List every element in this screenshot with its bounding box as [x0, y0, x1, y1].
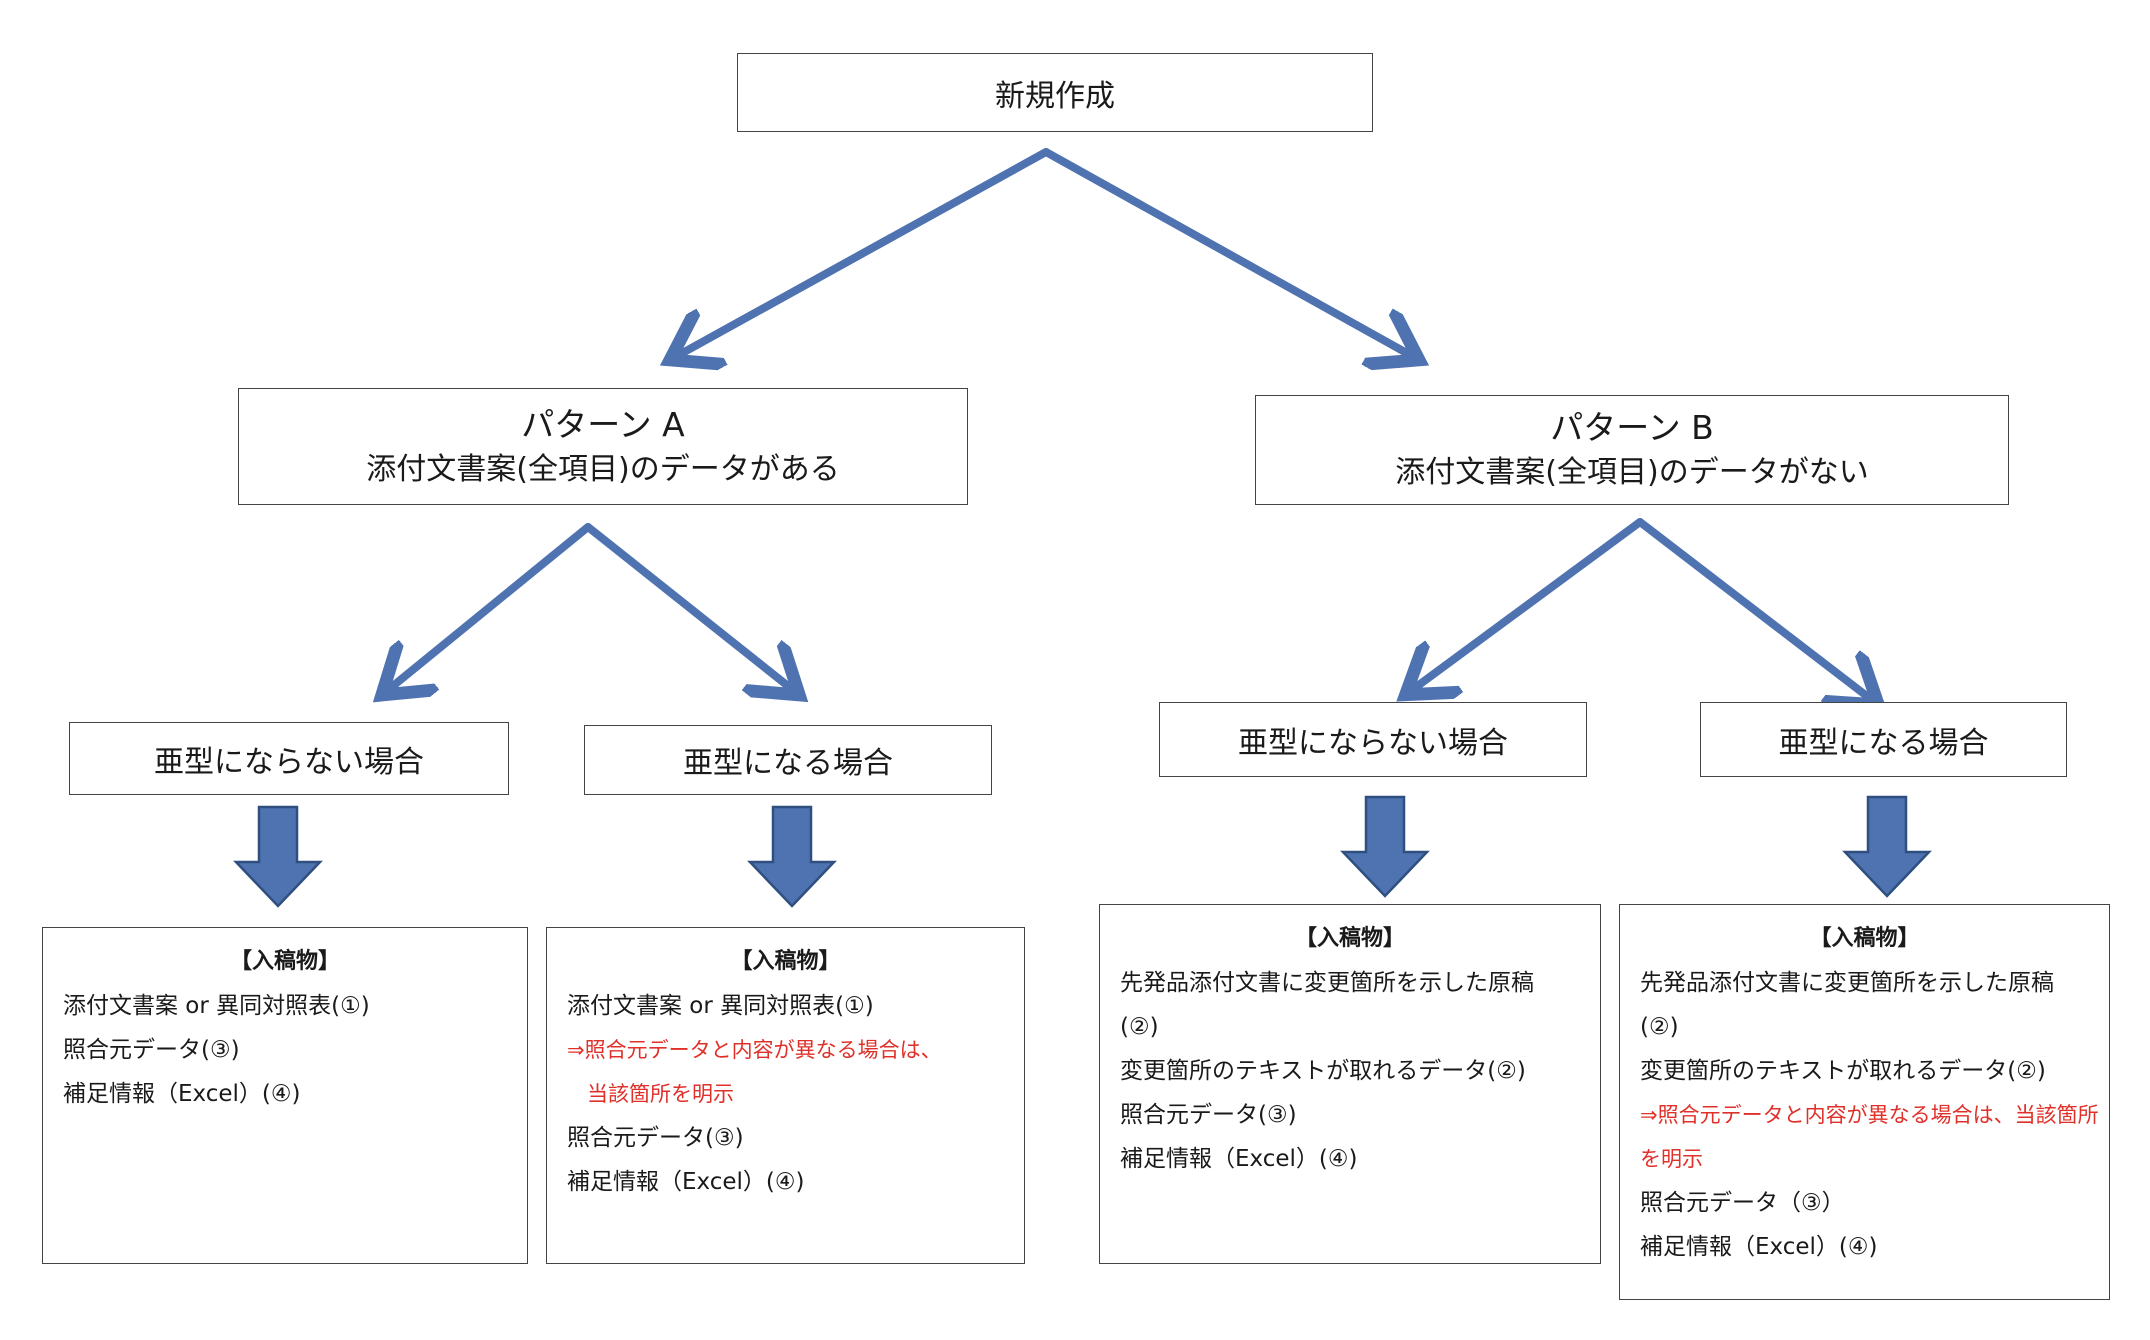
case-b-no-subtype-label: 亜型にならない場合 — [1238, 725, 1508, 761]
pattern-b-title: パターン B — [1550, 408, 1714, 447]
case-a-subtype-label: 亜型になる場合 — [683, 746, 893, 781]
submission-box-b2: 【入稿物】 先発品添付文書に変更箇所を示した原稿 (②) 変更箇所のテキストが取… — [1619, 904, 2110, 1300]
submission-header: 【入稿物】 — [229, 949, 340, 974]
block-arrow-a2 — [747, 805, 837, 908]
arrow-a-to-case-a1 — [388, 523, 592, 690]
case-b-no-subtype: 亜型にならない場合 — [1159, 702, 1587, 777]
submission-line: 補足情報（Excel）(④) — [1640, 1234, 1878, 1260]
discrepancy-note: ⇒照合元データと内容が異なる場合は、 — [567, 1038, 942, 1062]
submission-header: 【入稿物】 — [730, 949, 841, 974]
arrow-root-to-b — [1042, 148, 1412, 356]
submission-line: 添付文書案 or 異同対照表(①) — [567, 993, 874, 1019]
submission-line: (②) — [1640, 1014, 1679, 1040]
submission-line: 照合元データ（③） — [1640, 1190, 1845, 1216]
root-node-new-creation: 新規作成 — [737, 53, 1373, 132]
block-arrow-a1 — [233, 805, 323, 908]
case-a-no-subtype-label: 亜型にならない場合 — [154, 744, 424, 780]
discrepancy-note: ⇒照合元データと内容が異なる場合は、当該箇所 — [1640, 1103, 2099, 1127]
submission-box-b1: 【入稿物】 先発品添付文書に変更箇所を示した原稿 (②) 変更箇所のテキストが取… — [1099, 904, 1601, 1264]
block-arrow-b1 — [1340, 795, 1430, 898]
root-label: 新規作成 — [995, 78, 1115, 114]
case-b-subtype: 亜型になる場合 — [1700, 702, 2067, 777]
submission-line: 先発品添付文書に変更箇所を示した原稿 — [1120, 970, 1534, 996]
pattern-a-subtitle: 添付文書案(全項目)のデータがある — [366, 451, 840, 487]
submission-header: 【入稿物】 — [1294, 926, 1405, 951]
pattern-a-title: パターン A — [521, 404, 685, 444]
case-b-subtype-label: 亜型になる場合 — [1778, 725, 1989, 761]
discrepancy-note-cont: 当該箇所を明示 — [587, 1082, 734, 1106]
arrow-b-to-case-b1 — [1412, 518, 1644, 690]
submission-line: 変更箇所のテキストが取れるデータ(②) — [1120, 1058, 1526, 1084]
submission-line: 照合元データ(③) — [63, 1037, 240, 1063]
submission-line: 補足情報（Excel）(④) — [567, 1169, 805, 1195]
submission-box-a1: 【入稿物】 添付文書案 or 異同対照表(①) 照合元データ(③) 補足情報（E… — [42, 927, 528, 1264]
case-a-no-subtype: 亜型にならない場合 — [69, 722, 509, 795]
arrow-root-to-a — [677, 148, 1050, 356]
submission-line: 補足情報（Excel）(④) — [63, 1081, 301, 1107]
arrow-a-to-case-a2 — [584, 523, 793, 690]
pattern-b-node: パターン B 添付文書案(全項目)のデータがない — [1255, 395, 2009, 505]
submission-line: 補足情報（Excel）(④) — [1120, 1146, 1358, 1172]
submission-box-a2: 【入稿物】 添付文書案 or 異同対照表(①) ⇒照合元データと内容が異なる場合… — [546, 927, 1025, 1264]
submission-line: (②) — [1120, 1014, 1159, 1040]
case-a-subtype: 亜型になる場合 — [584, 725, 992, 795]
submission-line: 照合元データ(③) — [1120, 1102, 1297, 1128]
submission-header: 【入稿物】 — [1809, 926, 1920, 951]
block-arrow-b2 — [1842, 795, 1932, 898]
submission-line: 変更箇所のテキストが取れるデータ(②) — [1640, 1058, 2046, 1084]
discrepancy-note-cont: を明示 — [1640, 1147, 1703, 1171]
arrow-b-to-case-b2 — [1636, 518, 1872, 700]
pattern-a-node: パターン A 添付文書案(全項目)のデータがある — [238, 388, 968, 505]
submission-line: 先発品添付文書に変更箇所を示した原稿 — [1640, 970, 2054, 996]
submission-line: 照合元データ(③) — [567, 1125, 744, 1151]
pattern-b-subtitle: 添付文書案(全項目)のデータがない — [1395, 455, 1869, 490]
submission-line: 添付文書案 or 異同対照表(①) — [63, 993, 370, 1019]
